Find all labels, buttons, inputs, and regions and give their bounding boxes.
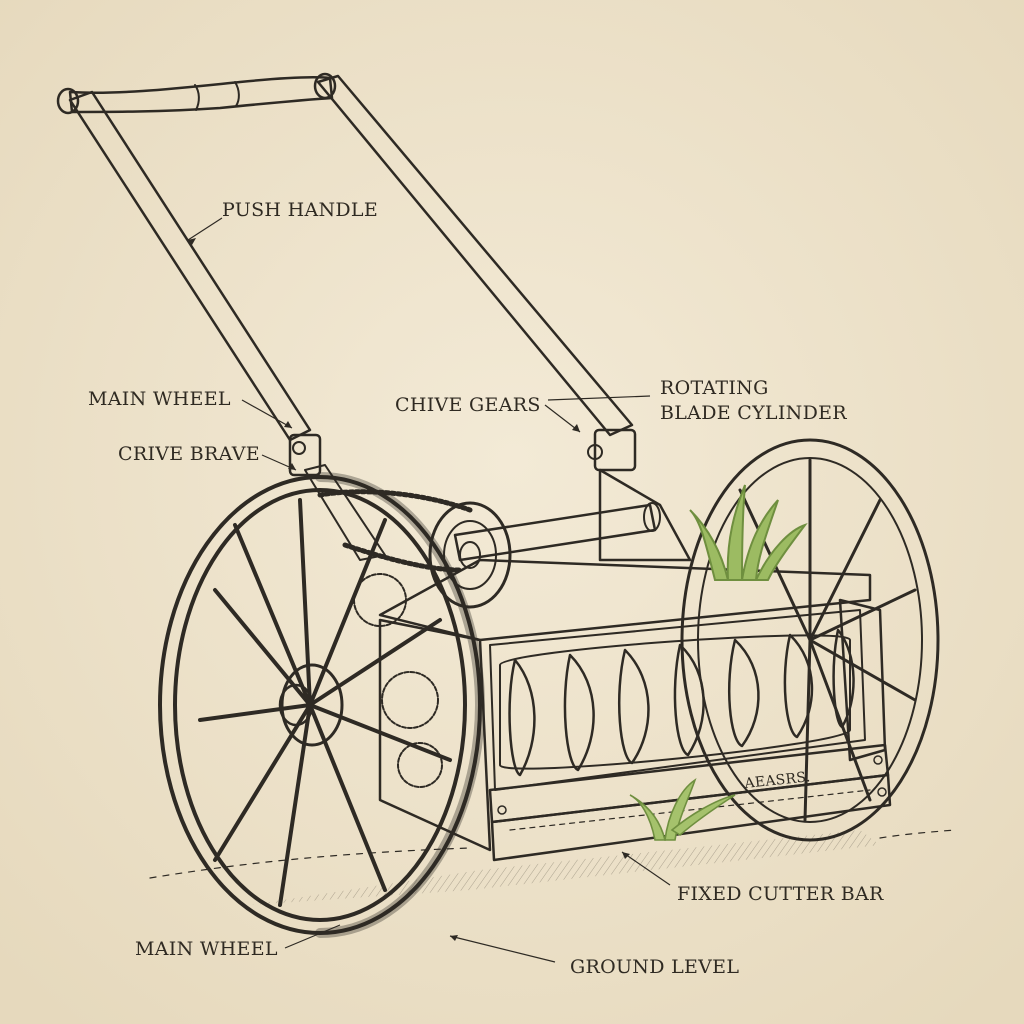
label-ground-level: GROUND LEVEL xyxy=(570,956,739,978)
leader-lines xyxy=(187,217,671,963)
main-wheel-front xyxy=(158,472,485,938)
label-push-handle: PUSH HANDLE xyxy=(222,199,378,221)
grass-tuft-bottom xyxy=(629,778,736,841)
grass-tuft-top xyxy=(689,484,808,581)
labels: PUSH HANDLE MAIN WHEEL CRIVE BRAVE CHIVE… xyxy=(88,199,884,978)
cutter-bar: AEASRS. xyxy=(488,743,892,862)
blade-cylinder xyxy=(489,609,866,791)
drive-sprocket xyxy=(428,501,512,609)
axle-rod xyxy=(453,502,661,562)
label-blade-cylinder: BLADE CYLINDER xyxy=(660,402,847,424)
label-chive-gears: CHIVE GEARS xyxy=(395,394,541,416)
label-main-wheel-top: MAIN WHEEL xyxy=(88,388,231,410)
label-main-wheel-bottom: MAIN WHEEL xyxy=(135,938,278,960)
bar-stamp: AEASRS. xyxy=(743,769,812,792)
label-crive-brave: CRIVE BRAVE xyxy=(118,443,260,465)
label-rotating: ROTATING xyxy=(660,377,769,399)
label-fixed-cutter-bar: FIXED CUTTER BAR xyxy=(677,883,884,905)
